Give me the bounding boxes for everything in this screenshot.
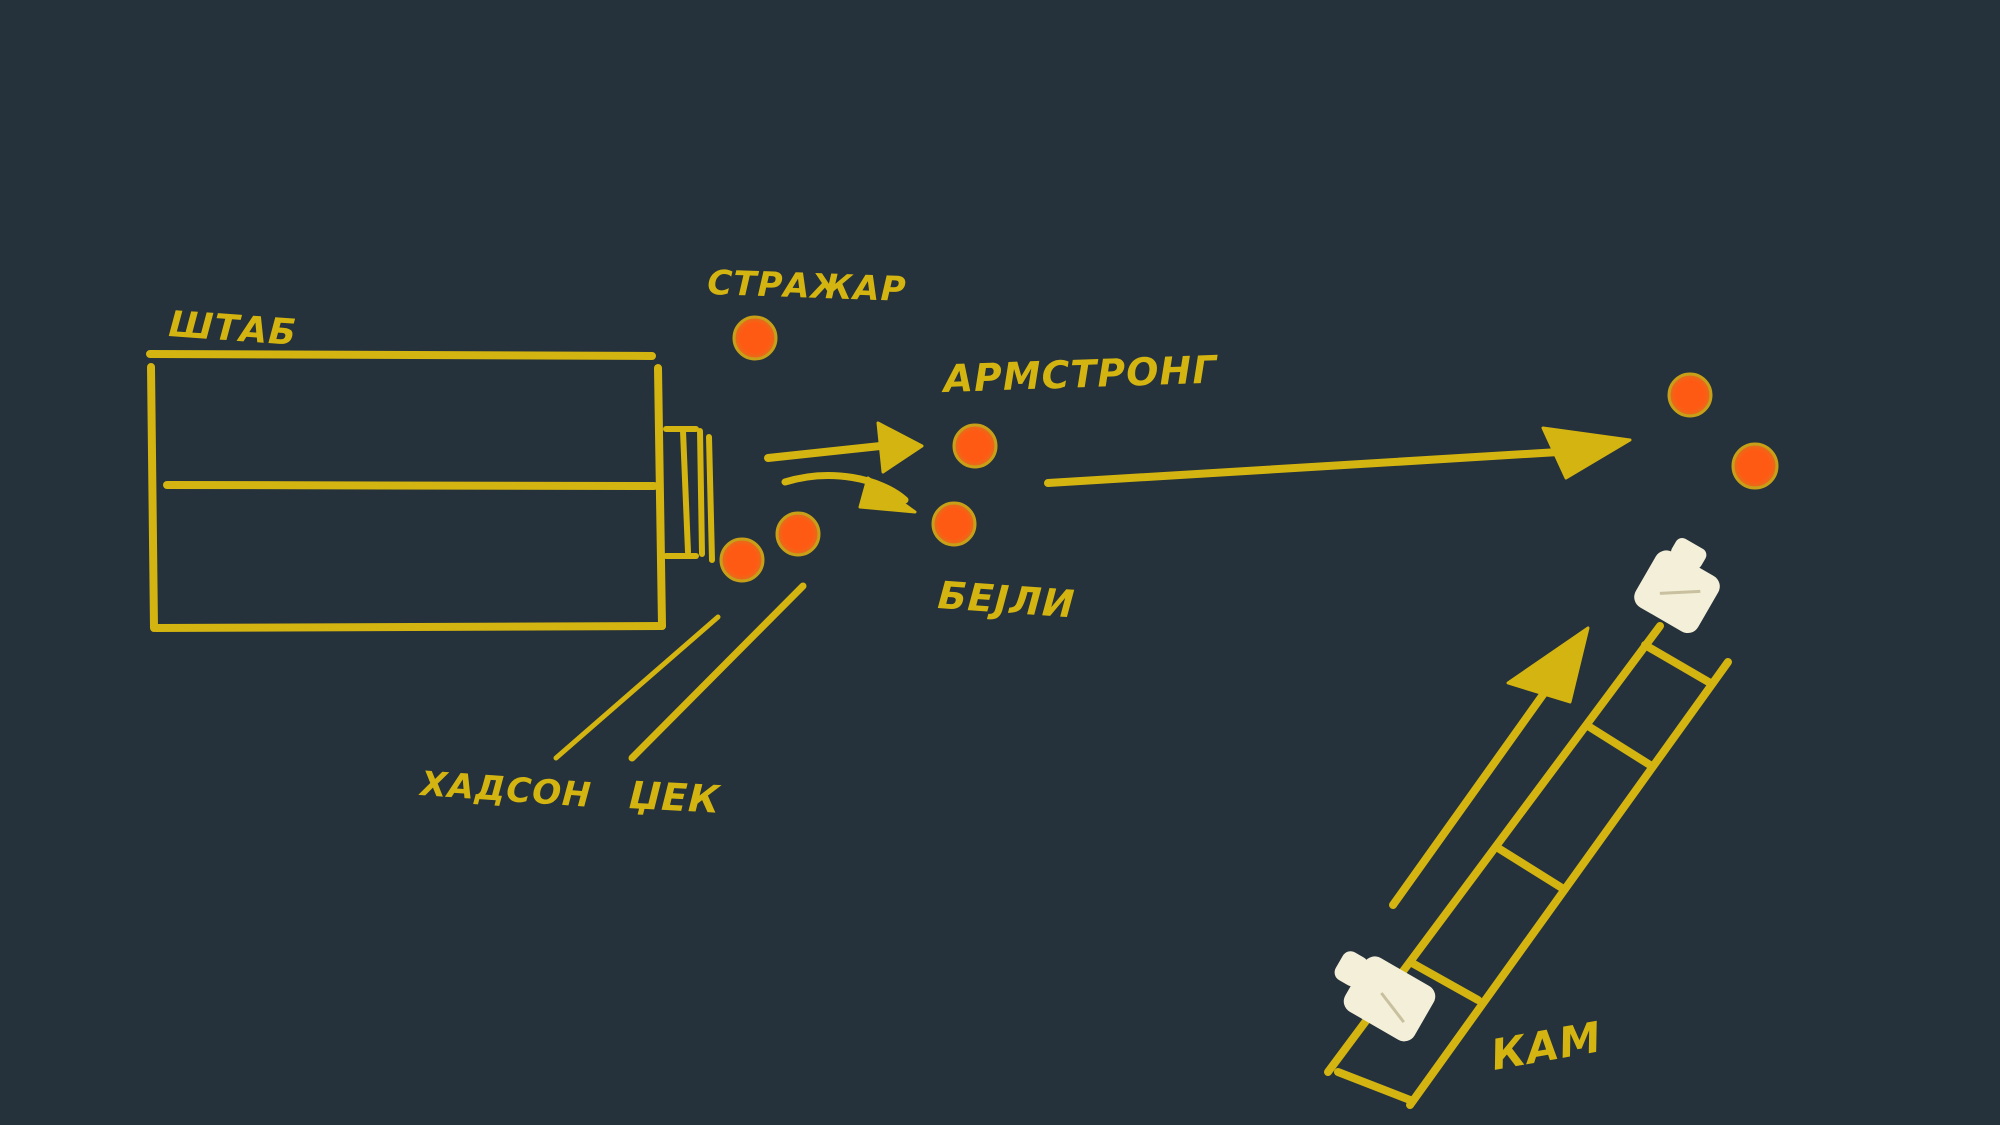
camera-lens-icon xyxy=(1334,951,1369,987)
track-rail-right xyxy=(1406,658,1732,1109)
hq-left-wall xyxy=(147,363,158,632)
arrowhead-camera xyxy=(1506,626,1590,704)
hq-door xyxy=(663,426,715,563)
person-guard xyxy=(732,315,778,361)
hq-bottom-wall xyxy=(152,622,666,632)
camera-lower xyxy=(1334,951,1436,1042)
label-armstrong: АРМСТРОНГ xyxy=(940,347,1219,401)
arrowhead-targets xyxy=(1541,426,1632,480)
hq-top-wall xyxy=(146,350,656,360)
hq-middle-divider xyxy=(163,481,658,490)
jack-pointer-line xyxy=(628,582,807,762)
person-bailey xyxy=(931,501,977,547)
label-jack: ЏЕК xyxy=(628,773,723,822)
person-target-1 xyxy=(1667,372,1713,418)
hq-right-wall xyxy=(654,364,666,630)
arrowhead-bailey xyxy=(858,476,917,514)
person-armstrong xyxy=(952,423,998,469)
person-target-2 xyxy=(1731,442,1779,490)
arrow-to-armstrong xyxy=(764,441,894,462)
label-guard: СТРАЖАР xyxy=(707,263,908,310)
label-cam: КАМ xyxy=(1487,1012,1605,1080)
arrow-to-bailey xyxy=(781,472,909,504)
arrow-camera-move xyxy=(1389,664,1566,909)
person-jack xyxy=(775,511,821,557)
hudson-pointer-line xyxy=(553,614,721,761)
camera-lens-icon xyxy=(1671,537,1707,569)
hq-building xyxy=(146,350,666,632)
arrowhead-armstrong xyxy=(876,421,924,474)
label-bailey: БЕЈЛИ xyxy=(936,573,1076,626)
person-hudson xyxy=(719,537,765,583)
camera-body-icon xyxy=(1343,956,1436,1042)
arrow-to-targets xyxy=(1044,447,1579,487)
label-hudson: ХАДСОН xyxy=(417,764,592,816)
label-hq: ШТАБ xyxy=(167,304,298,354)
camera-upper xyxy=(1634,537,1720,634)
